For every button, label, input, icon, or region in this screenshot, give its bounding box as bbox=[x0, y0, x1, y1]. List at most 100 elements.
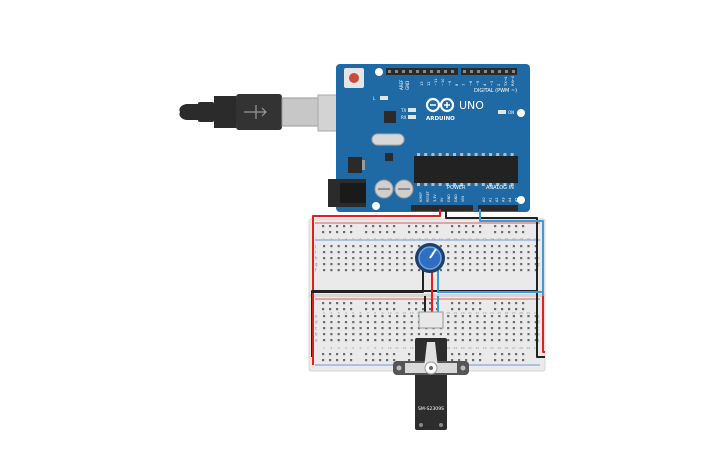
breadboard-hole[interactable] bbox=[403, 263, 406, 266]
breadboard-hole[interactable] bbox=[512, 321, 515, 324]
breadboard-hole[interactable] bbox=[520, 263, 523, 266]
breadboard-hole[interactable] bbox=[469, 251, 472, 254]
servo-motor[interactable]: SM-S2309S bbox=[393, 311, 469, 430]
rail-hole[interactable] bbox=[322, 359, 325, 362]
rail-hole[interactable] bbox=[415, 302, 418, 305]
rail-hole[interactable] bbox=[386, 231, 389, 234]
header-pin[interactable] bbox=[395, 70, 398, 73]
breadboard-hole[interactable] bbox=[396, 257, 399, 260]
rail-hole[interactable] bbox=[336, 353, 339, 356]
breadboard-hole[interactable] bbox=[388, 315, 391, 318]
breadboard-hole[interactable] bbox=[366, 327, 369, 330]
breadboard-hole[interactable] bbox=[410, 339, 413, 342]
rail-hole[interactable] bbox=[515, 359, 518, 362]
analog-header[interactable] bbox=[478, 205, 518, 211]
breadboard-hole[interactable] bbox=[483, 339, 486, 342]
rail-hole[interactable] bbox=[501, 225, 504, 228]
breadboard-hole[interactable] bbox=[337, 263, 340, 266]
header-pin[interactable] bbox=[477, 70, 480, 73]
breadboard-hole[interactable] bbox=[330, 327, 333, 330]
breadboard-hole[interactable] bbox=[344, 269, 348, 272]
breadboard-hole[interactable] bbox=[344, 333, 348, 336]
breadboard-hole[interactable] bbox=[454, 321, 457, 324]
breadboard-hole[interactable] bbox=[520, 327, 523, 330]
breadboard-hole[interactable] bbox=[359, 339, 362, 342]
breadboard-hole[interactable] bbox=[396, 263, 399, 266]
rail-hole[interactable] bbox=[465, 225, 468, 228]
breadboard-hole[interactable] bbox=[476, 321, 479, 324]
breadboard-hole[interactable] bbox=[352, 327, 355, 330]
breadboard-hole[interactable] bbox=[454, 315, 457, 318]
breadboard-hole[interactable] bbox=[330, 321, 333, 324]
breadboard-hole[interactable] bbox=[476, 251, 479, 254]
breadboard-hole[interactable] bbox=[381, 257, 384, 260]
rail-hole[interactable] bbox=[372, 353, 375, 356]
rail-hole[interactable] bbox=[329, 302, 332, 305]
rail-hole[interactable] bbox=[494, 231, 497, 234]
breadboard-hole[interactable] bbox=[439, 245, 442, 248]
breadboard-hole[interactable] bbox=[352, 263, 355, 266]
breadboard-hole[interactable] bbox=[337, 269, 340, 272]
breadboard-hole[interactable] bbox=[366, 269, 369, 272]
header-pin[interactable] bbox=[430, 70, 433, 73]
breadboard-hole[interactable] bbox=[359, 333, 362, 336]
breadboard-hole[interactable] bbox=[498, 245, 501, 248]
breadboard-hole[interactable] bbox=[417, 333, 421, 336]
breadboard-hole[interactable] bbox=[527, 251, 530, 254]
header-pin[interactable] bbox=[505, 70, 508, 73]
breadboard-hole[interactable] bbox=[505, 333, 508, 336]
rail-hole[interactable] bbox=[522, 359, 525, 362]
breadboard-hole[interactable] bbox=[359, 327, 362, 330]
rail-hole[interactable] bbox=[365, 353, 368, 356]
rail-hole[interactable] bbox=[386, 353, 389, 356]
header-pin[interactable] bbox=[409, 70, 412, 73]
breadboard-hole[interactable] bbox=[388, 245, 391, 248]
breadboard-hole[interactable] bbox=[403, 251, 406, 254]
breadboard-hole[interactable] bbox=[337, 321, 340, 324]
rail-hole[interactable] bbox=[494, 308, 497, 311]
rail-hole[interactable] bbox=[393, 359, 396, 362]
rail-hole[interactable] bbox=[429, 225, 432, 228]
rail-hole[interactable] bbox=[508, 353, 511, 356]
header-pin[interactable] bbox=[484, 70, 487, 73]
breadboard-hole[interactable] bbox=[447, 315, 450, 318]
rail-hole[interactable] bbox=[501, 231, 504, 234]
breadboard-hole[interactable] bbox=[527, 339, 530, 342]
power-header[interactable] bbox=[411, 205, 473, 211]
breadboard-hole[interactable] bbox=[359, 315, 362, 318]
breadboard-hole[interactable] bbox=[483, 245, 486, 248]
breadboard-hole[interactable] bbox=[461, 315, 464, 318]
rail-hole[interactable] bbox=[472, 231, 475, 234]
breadboard-hole[interactable] bbox=[505, 245, 508, 248]
rail-hole[interactable] bbox=[322, 353, 325, 356]
breadboard-hole[interactable] bbox=[483, 333, 486, 336]
breadboard-hole[interactable] bbox=[469, 339, 472, 342]
breadboard-hole[interactable] bbox=[527, 263, 530, 266]
breadboard-hole[interactable] bbox=[323, 263, 326, 266]
rail-hole[interactable] bbox=[336, 302, 339, 305]
rail-hole[interactable] bbox=[451, 308, 454, 311]
breadboard-hole[interactable] bbox=[388, 263, 391, 266]
rail-hole[interactable] bbox=[515, 231, 518, 234]
breadboard-hole[interactable] bbox=[461, 333, 464, 336]
potentiometer[interactable] bbox=[415, 243, 445, 273]
breadboard-hole[interactable] bbox=[483, 315, 486, 318]
rail-hole[interactable] bbox=[322, 225, 325, 228]
rail-hole[interactable] bbox=[458, 302, 461, 305]
breadboard-hole[interactable] bbox=[344, 245, 348, 248]
breadboard-hole[interactable] bbox=[505, 263, 508, 266]
breadboard-hole[interactable] bbox=[352, 257, 355, 260]
rail-hole[interactable] bbox=[451, 359, 454, 362]
breadboard-hole[interactable] bbox=[490, 333, 494, 336]
breadboard-hole[interactable] bbox=[337, 339, 340, 342]
breadboard-hole[interactable] bbox=[381, 339, 384, 342]
breadboard-hole[interactable] bbox=[344, 263, 348, 266]
rail-hole[interactable] bbox=[329, 231, 332, 234]
breadboard-hole[interactable] bbox=[520, 251, 523, 254]
rail-hole[interactable] bbox=[508, 308, 511, 311]
rail-hole[interactable] bbox=[329, 359, 332, 362]
breadboard-hole[interactable] bbox=[520, 257, 523, 260]
breadboard-hole[interactable] bbox=[447, 327, 450, 330]
breadboard-hole[interactable] bbox=[490, 263, 494, 266]
